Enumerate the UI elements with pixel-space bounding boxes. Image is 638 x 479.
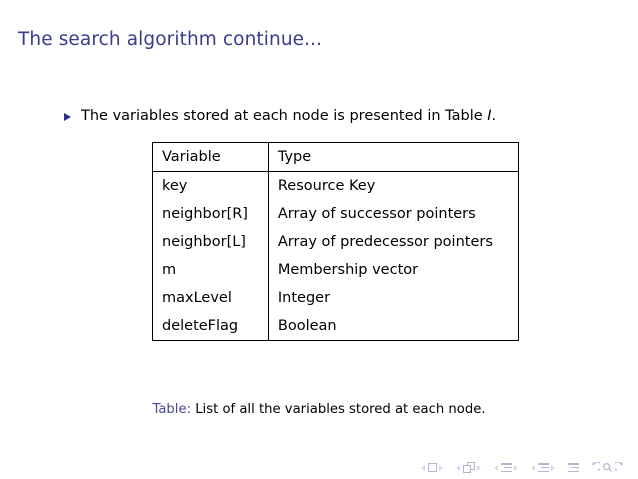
section-lines-icon[interactable] [537,463,549,472]
table-cell-type: Membership vector [267,256,520,284]
nav-group-section[interactable] [531,463,555,472]
nav-group-subsection[interactable] [494,463,518,472]
caption-text: List of all the variables stored at each… [191,402,486,417]
section-prev-arrow-icon[interactable] [531,464,535,471]
subsection-prev-arrow-icon[interactable] [494,464,498,471]
frame-prev-arrow-icon[interactable] [456,464,460,471]
nav-group-history[interactable] [589,462,626,473]
bullet-list-item: The variables stored at each node is pre… [64,107,496,125]
table-row: deleteFlag Boolean [152,312,520,341]
frame-double-square-icon[interactable] [462,462,475,473]
table-row: neighbor[R] Array of successor pointers [152,200,520,228]
section-next-arrow-icon[interactable] [551,464,555,471]
slide-prev-arrow-icon[interactable] [421,464,425,471]
table-cell-variable: m [152,256,269,284]
table-row: neighbor[L] Array of predecessor pointer… [152,228,520,256]
table-cell-variable: neighbor[R] [152,200,269,228]
caption-label: Table: [152,402,192,417]
table-cell-variable: key [152,171,269,200]
bullet-text-after: . [491,108,497,124]
bullet-item-label: The variables stored at each node is pre… [81,107,496,125]
table-cell-variable: deleteFlag [152,312,269,341]
bullet-text-emphasis: I [487,108,492,124]
subsection-lines-icon[interactable] [500,463,512,472]
table-row: maxLevel Integer [152,284,520,312]
table-header-variable: Variable [152,142,269,172]
table-cell-type: Boolean [267,312,520,341]
table-cell-type: Resource Key [267,171,520,200]
search-icon[interactable] [602,462,613,473]
bullet-text-before: The variables stored at each node is pre… [81,108,488,124]
table-cell-variable: maxLevel [152,284,269,312]
triangle-right-icon [64,113,71,121]
table-cell-type: Array of successor pointers [267,200,520,228]
nav-group-slide[interactable] [421,463,443,472]
presentation-lines-icon[interactable] [568,463,579,472]
nav-group-frame[interactable] [456,462,481,473]
table-cell-type: Integer [267,284,520,312]
page-title: The search algorithm continue... [18,29,323,50]
subsection-next-arrow-icon[interactable] [514,464,518,471]
table-header-row: Variable Type [152,142,520,172]
table-header-type: Type [267,142,520,172]
forward-arrow-icon[interactable] [615,462,626,473]
slide-square-icon[interactable] [427,463,437,472]
back-arrow-icon[interactable] [589,462,600,473]
frame-next-arrow-icon[interactable] [477,464,481,471]
table-row: key Resource Key [152,171,520,200]
nav-group-presentation[interactable] [568,463,579,472]
variables-table: Variable Type key Resource Key neighbor[… [152,142,520,341]
table-row: m Membership vector [152,256,520,284]
table-cell-type: Array of predecessor pointers [267,228,520,256]
beamer-navigation-bar[interactable] [421,462,626,473]
slide-next-arrow-icon[interactable] [439,464,443,471]
table-caption: Table: List of all the variables stored … [0,402,638,417]
table-cell-variable: neighbor[L] [152,228,269,256]
